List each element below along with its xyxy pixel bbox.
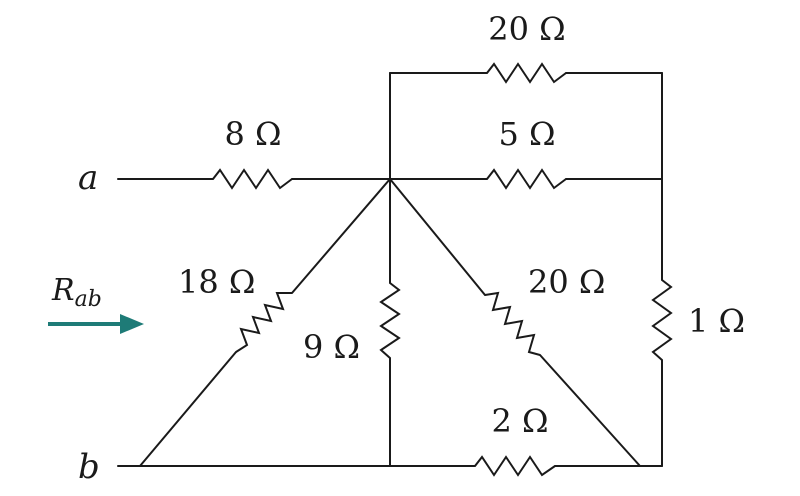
label-series-8: 8 Ω — [224, 115, 281, 153]
rab-label: Rab — [51, 273, 102, 312]
resistor-bottom-2 — [474, 455, 556, 477]
resistor-zigzags — [212, 62, 673, 477]
resistor-mid-5 — [486, 168, 567, 190]
label-mid-5: 5 Ω — [498, 115, 555, 153]
label-right-1: 1 Ω — [688, 302, 745, 340]
terminal-b-label: b — [78, 447, 100, 487]
wire-20-upper — [389, 178, 486, 296]
wire-18-upper — [291, 178, 391, 294]
resistor-diag-18 — [235, 292, 292, 353]
resistor-top-20 — [486, 62, 567, 84]
label-top-20: 20 Ω — [488, 10, 565, 48]
label-bottom-2: 2 Ω — [491, 402, 548, 440]
resistor-series-8 — [212, 168, 293, 190]
wire-20-lower — [539, 354, 641, 467]
wires — [117, 72, 663, 467]
resistor-right-1 — [651, 279, 673, 361]
rab-subscript: ab — [75, 287, 102, 312]
wire-18-lower — [139, 351, 237, 467]
label-diag-20: 20 Ω — [528, 263, 605, 301]
resistor-labels: 20 Ω 8 Ω 5 Ω 18 Ω 9 Ω 20 Ω 1 Ω 2 Ω — [178, 10, 745, 440]
rab-arrow-head-icon — [120, 314, 144, 334]
rab-symbol: R — [51, 273, 75, 308]
terminal-a-label: a — [78, 158, 98, 198]
label-vert-9: 9 Ω — [303, 328, 360, 366]
resistor-vert-9 — [379, 282, 401, 359]
resistor-diag-20 — [484, 291, 541, 356]
label-diag-18: 18 Ω — [178, 263, 255, 301]
